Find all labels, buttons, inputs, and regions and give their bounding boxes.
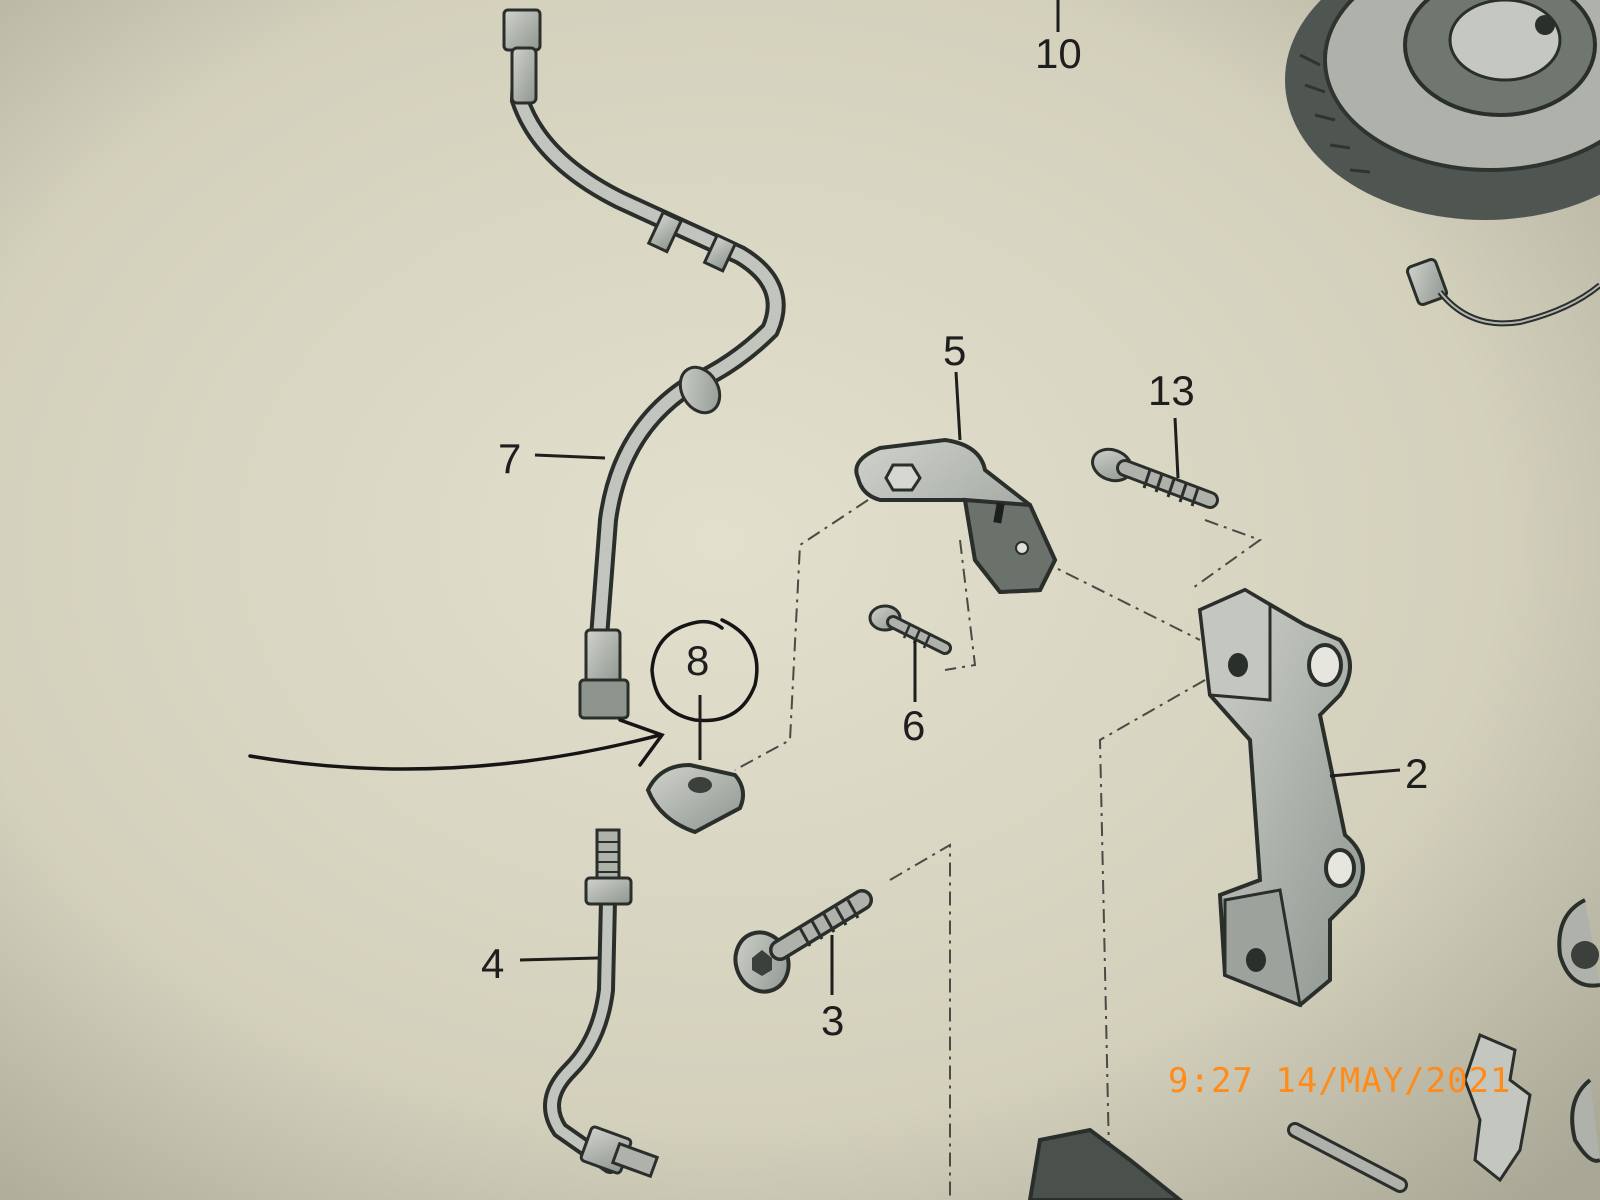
brake-disc-part: [1285, 0, 1600, 220]
hand-drawn-highlight: [248, 618, 759, 771]
hand-drawn-circle: [650, 618, 759, 723]
callout-7: 7: [498, 435, 521, 482]
callout-13: 13: [1148, 367, 1195, 414]
retaining-clip-part-8: [645, 762, 746, 835]
callout-6: 6: [902, 702, 925, 749]
wear-sensor-part: [1405, 257, 1600, 327]
brake-pipe-part-4: [543, 828, 660, 1179]
callout-labels: 10 5 13 7 8 6 2 4 3: [481, 30, 1428, 1044]
mounting-bracket-part-5: [854, 437, 1058, 595]
bolt-part-13: [1091, 447, 1219, 509]
brake-hose-part-7: [502, 8, 786, 720]
camera-timestamp: 9:27 14/MAY/2021: [1168, 1061, 1512, 1101]
callout-4: 4: [481, 940, 504, 987]
hand-drawn-arrowhead: [618, 718, 665, 767]
callout-2: 2: [1405, 750, 1428, 797]
callout-5: 5: [943, 327, 966, 374]
callout-8: 8: [686, 637, 709, 684]
bolt-part-3: [733, 889, 873, 994]
callout-10: 10: [1035, 30, 1082, 77]
callout-3: 3: [821, 997, 844, 1044]
hand-drawn-arrow-shaft: [248, 733, 662, 771]
caliper-carrier-part-2: [1197, 587, 1365, 1008]
brake-pad-parts-partial: [1027, 898, 1600, 1200]
assembly-dash-lines: [734, 499, 1263, 1200]
callout-leader-lines: [519, 0, 1401, 995]
